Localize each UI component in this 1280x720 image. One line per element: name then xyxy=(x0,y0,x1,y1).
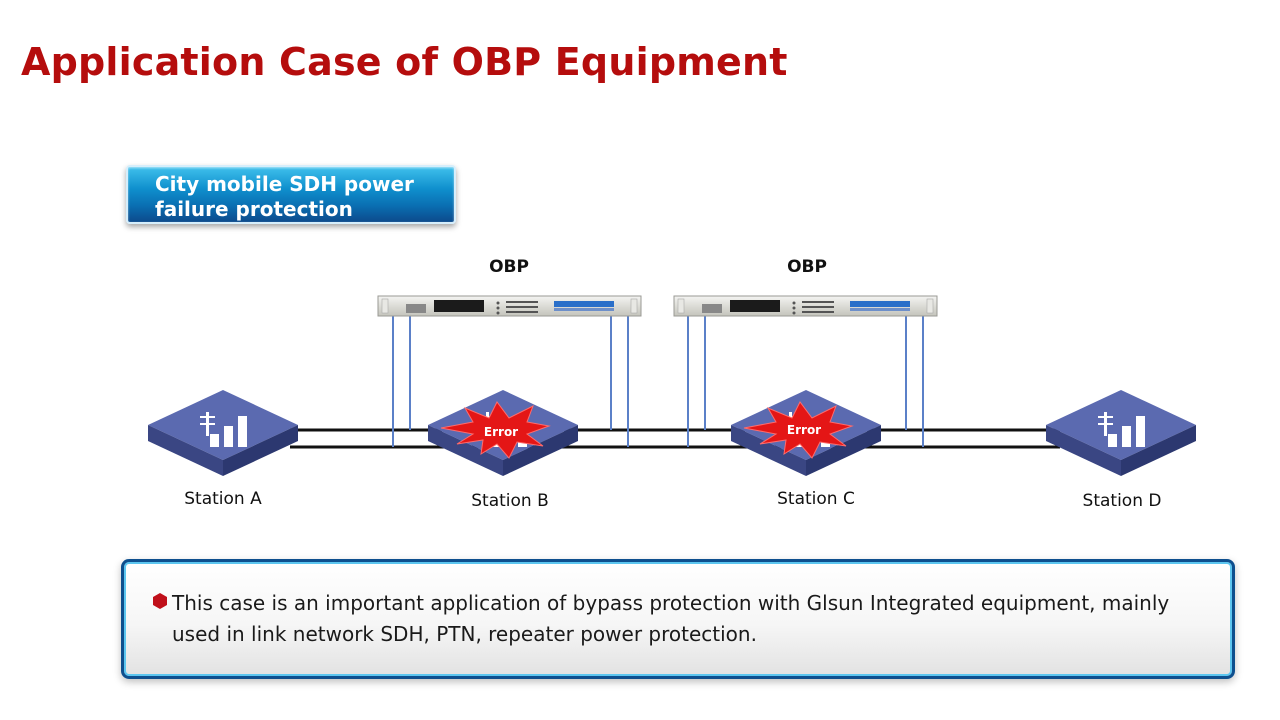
station-c-node: Error xyxy=(731,390,881,476)
station-b-error-text: Error xyxy=(484,425,518,439)
case-badge: City mobile SDH power failure protection xyxy=(126,165,456,224)
obp-device-1 xyxy=(377,295,642,317)
red-hexagon-bullet-icon xyxy=(153,593,167,609)
station-b-label: Station B xyxy=(471,491,549,511)
station-c-error-text: Error xyxy=(787,423,821,437)
obp-label-1: OBP xyxy=(489,257,529,277)
station-d-node xyxy=(1046,390,1196,476)
description-line-1: This case is an important application of… xyxy=(172,591,1170,615)
obp-fiber-lines xyxy=(392,315,924,447)
station-b-node: Error xyxy=(428,390,578,476)
obp-device-2 xyxy=(673,295,938,317)
antenna-signal-bars-icon xyxy=(200,412,247,447)
page-title: Application Case of OBP Equipment xyxy=(21,40,788,84)
description-box: This case is an important application of… xyxy=(121,559,1235,679)
description-text: This case is an important application of… xyxy=(172,588,1202,650)
station-a-label: Station A xyxy=(184,489,262,509)
explosion-burst-icon: Error xyxy=(743,401,854,459)
case-badge-line-1: City mobile SDH power xyxy=(155,172,414,196)
station-d-label: Station D xyxy=(1082,491,1162,511)
station-a-node xyxy=(148,390,298,476)
obp-label-2: OBP xyxy=(787,257,827,277)
case-badge-line-2: failure protection xyxy=(155,197,353,221)
explosion-burst-icon: Error xyxy=(440,401,551,459)
station-c-label: Station C xyxy=(777,489,855,509)
description-line-2: used in link network SDH, PTN, repeater … xyxy=(172,622,757,646)
antenna-signal-bars-icon xyxy=(1098,412,1145,447)
main-link xyxy=(290,428,1060,449)
